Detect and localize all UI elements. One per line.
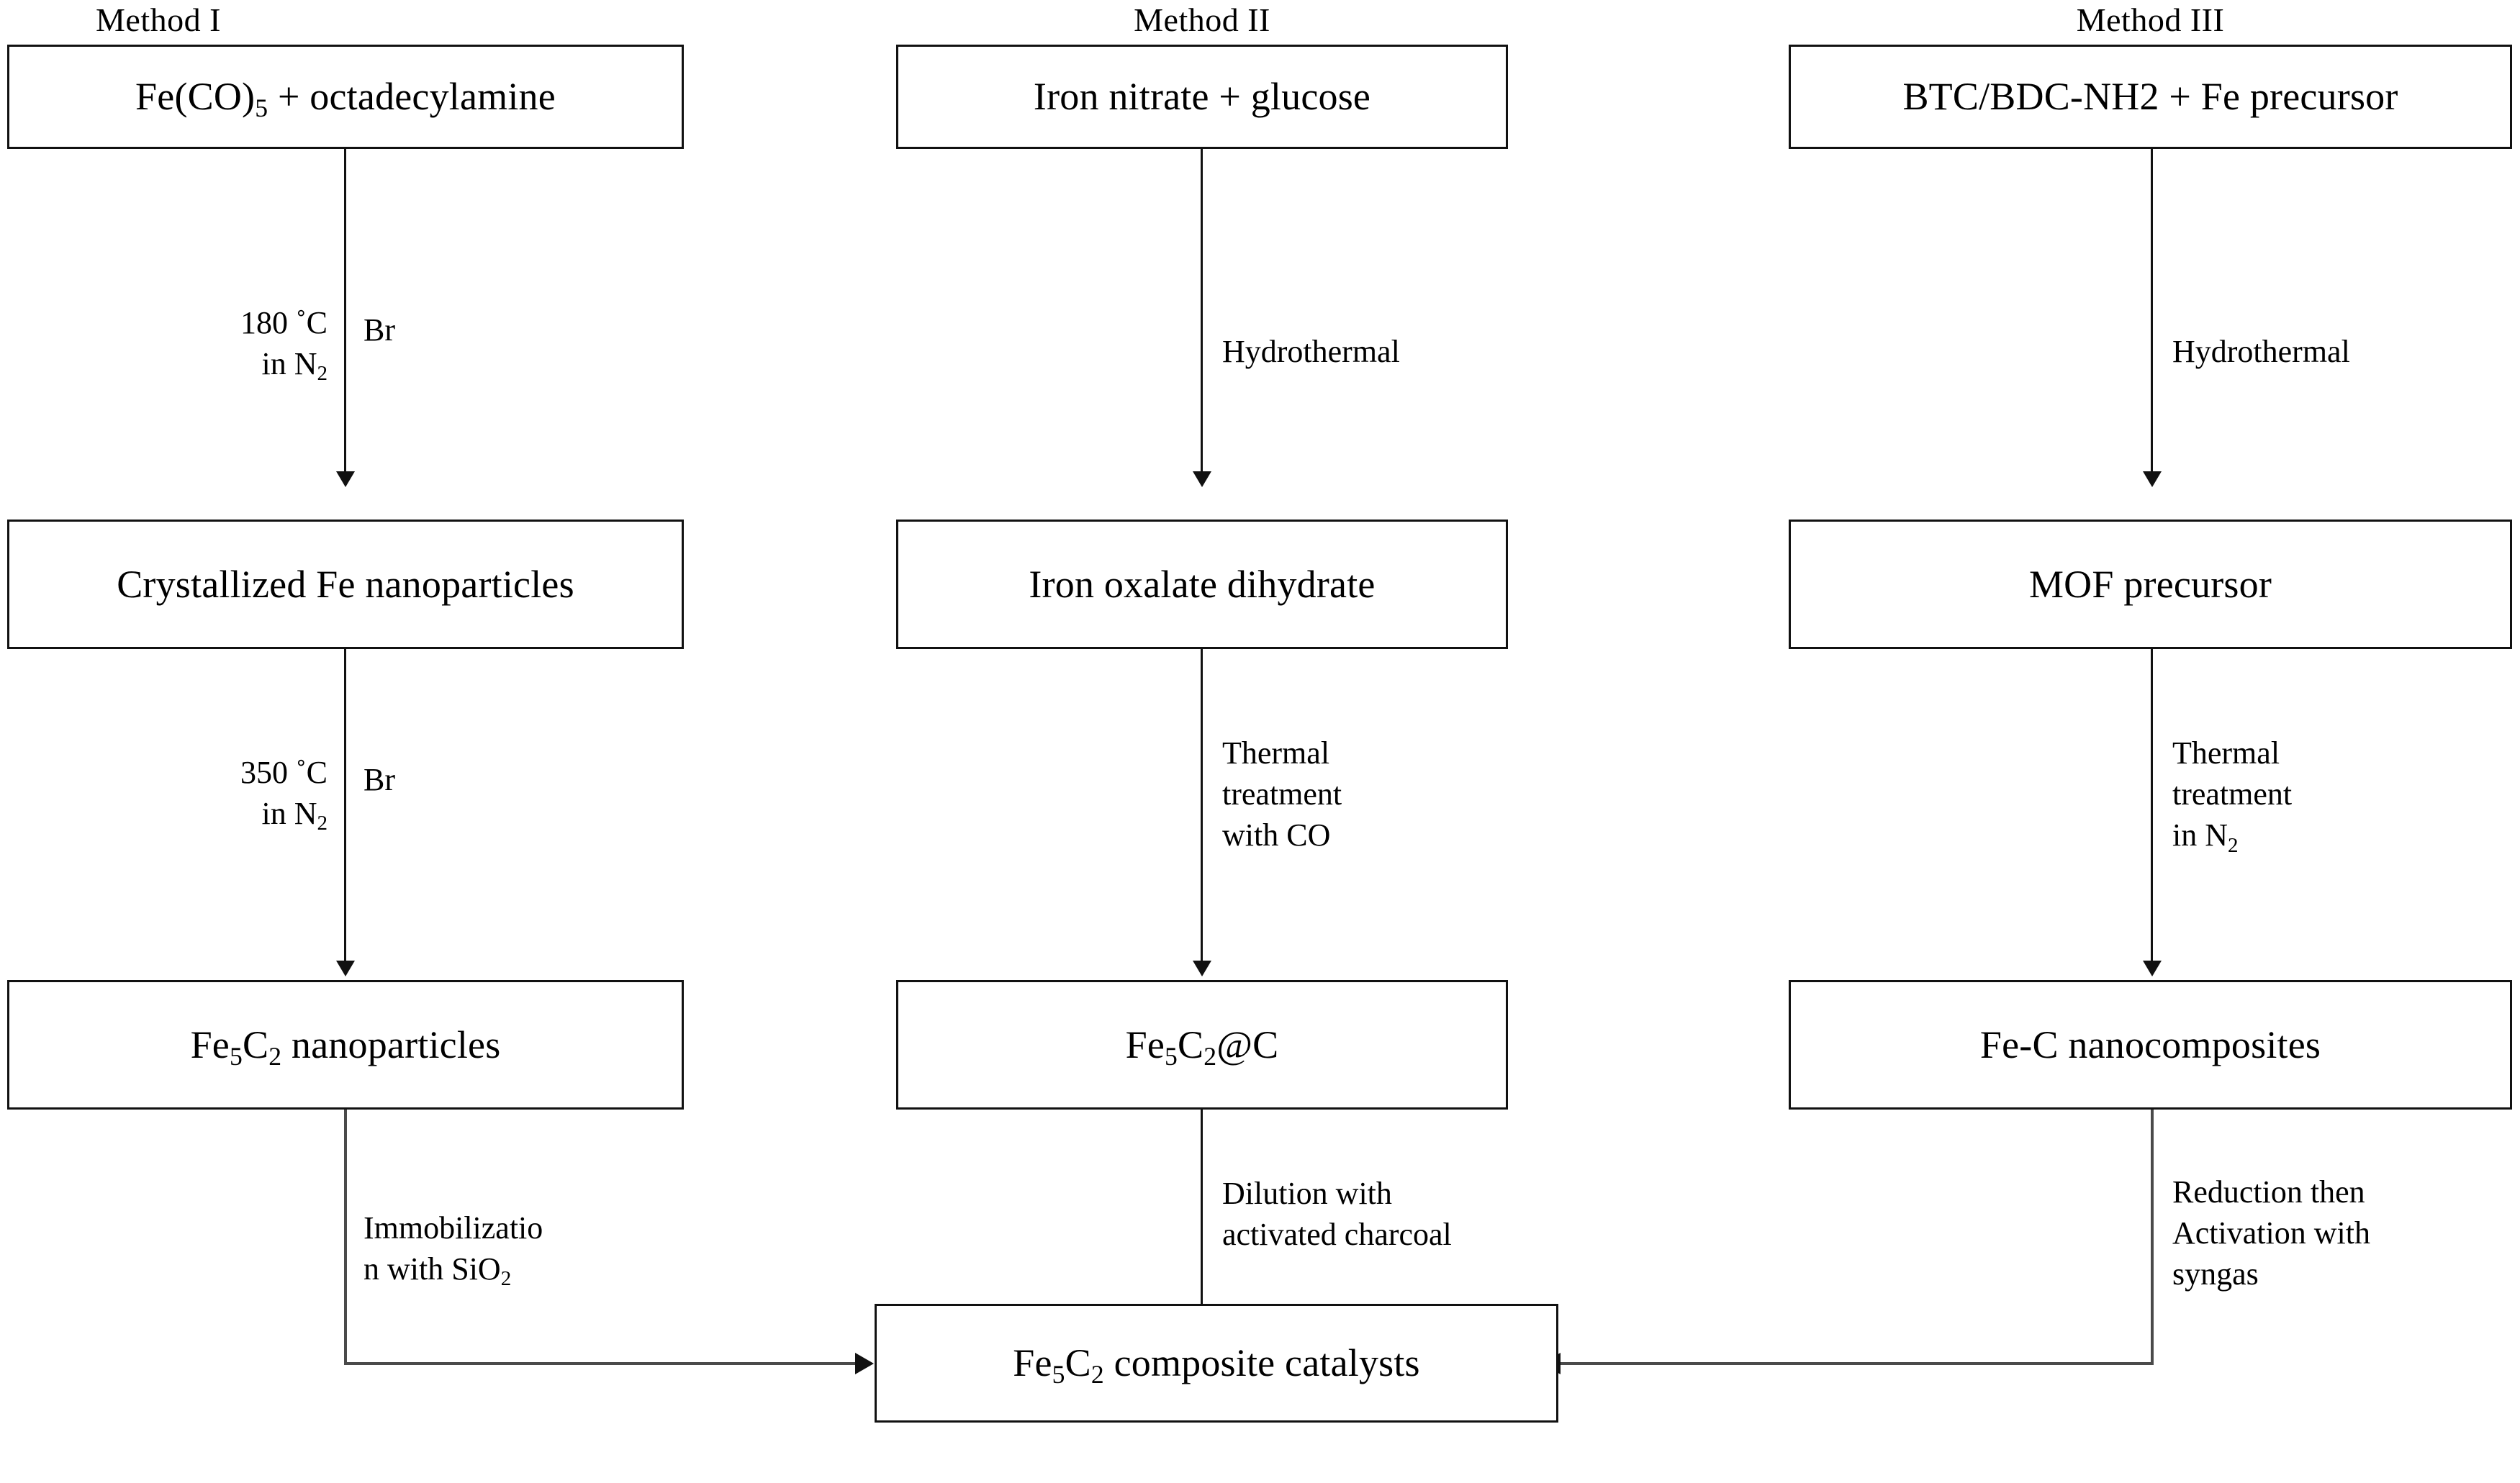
- connector-m3-e1: [2151, 149, 2153, 476]
- column-title-method-1: Method I: [96, 1, 221, 38]
- node-m3-n1-label: BTC/BDC-NH2 + Fe precursor: [1902, 75, 2398, 119]
- node-m1-n3-label: Fe5C2 nanoparticles: [190, 1022, 501, 1071]
- column-title-method-2: Method II: [1134, 1, 1270, 38]
- connector-m2-e3: [1201, 1110, 1203, 1317]
- node-m2-n2-label: Iron oxalate dihydrate: [1029, 562, 1376, 606]
- arrowhead-m1-e3: [855, 1353, 874, 1374]
- arrowhead-m2-e2: [1193, 961, 1211, 976]
- edge-label-m2-e1: Hydrothermal: [1222, 334, 1400, 369]
- node-m2-n1-label: Iron nitrate + glucose: [1033, 75, 1371, 119]
- node-m3-n2[interactable]: MOF precursor: [1789, 520, 2512, 649]
- connector-m3-e3-vertical: [2151, 1110, 2154, 1364]
- node-m2-n3-label: Fe5C2@C: [1125, 1022, 1279, 1071]
- connector-m1-e3-horizontal: [344, 1362, 857, 1365]
- arrowhead-m1-e2: [336, 961, 355, 976]
- node-m3-n3-label: Fe-C nanocomposites: [1979, 1022, 2321, 1066]
- node-final-label: Fe5C2 composite catalysts: [1013, 1341, 1420, 1389]
- node-m1-n2[interactable]: Crystallized Fe nanoparticles: [7, 520, 684, 649]
- node-m2-n1[interactable]: Iron nitrate + glucose: [896, 45, 1508, 149]
- arrowhead-m1-e1: [336, 471, 355, 487]
- connector-m2-e1: [1201, 149, 1203, 476]
- node-m1-n3[interactable]: Fe5C2 nanoparticles: [7, 980, 684, 1110]
- connector-m3-e3-horizontal: [1561, 1362, 2154, 1365]
- arrowhead-m2-e1: [1193, 471, 1211, 487]
- connector-m1-e1: [344, 149, 346, 476]
- node-m2-n2[interactable]: Iron oxalate dihydrate: [896, 520, 1508, 649]
- edge-label-m1-e1-right: Br: [363, 312, 395, 348]
- edge-label-m1-e2-right: Br: [363, 762, 395, 797]
- node-final[interactable]: Fe5C2 composite catalysts: [875, 1304, 1558, 1423]
- connector-m1-e2: [344, 649, 346, 966]
- node-m3-n2-label: MOF precursor: [2028, 562, 2272, 606]
- connector-m1-e3-vertical: [344, 1110, 347, 1364]
- arrowhead-m3-e2: [2143, 961, 2162, 976]
- node-m3-n1[interactable]: BTC/BDC-NH2 + Fe precursor: [1789, 45, 2512, 149]
- connector-m2-e2: [1201, 649, 1203, 966]
- node-m1-n1-label: Fe(CO)5 + octadecylamine: [135, 75, 556, 123]
- node-m2-n3[interactable]: Fe5C2@C: [896, 980, 1508, 1110]
- node-m1-n1[interactable]: Fe(CO)5 + octadecylamine: [7, 45, 684, 149]
- node-m1-n2-label: Crystallized Fe nanoparticles: [117, 562, 574, 606]
- connector-m3-e2: [2151, 649, 2153, 966]
- edge-label-m3-e1: Hydrothermal: [2172, 334, 2350, 369]
- column-title-method-3: Method III: [2076, 1, 2225, 38]
- node-m3-n3[interactable]: Fe-C nanocomposites: [1789, 980, 2512, 1110]
- arrowhead-m3-e1: [2143, 471, 2162, 487]
